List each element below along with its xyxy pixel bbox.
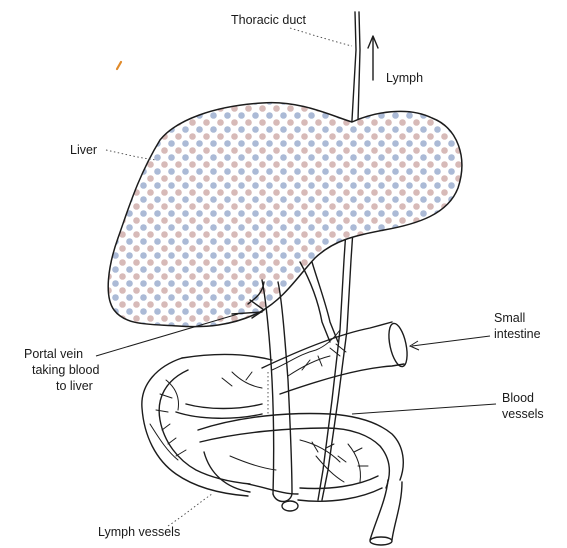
label-small-intestine: Small intestine — [494, 311, 541, 341]
leader-lymph-vessels — [168, 494, 212, 526]
leader-liver — [106, 150, 156, 160]
leader-small-intestine — [412, 336, 490, 346]
label-blood-vessels-line2: vessels — [502, 407, 544, 421]
leader-thoracic-duct — [290, 28, 352, 46]
liver — [108, 103, 462, 327]
label-liver: Liver — [70, 143, 97, 157]
label-lymph-vessels: Lymph vessels — [98, 525, 180, 539]
label-portal-vein-line1: Portal vein — [24, 347, 83, 361]
lymph-arrow — [368, 36, 378, 80]
label-lymph: Lymph — [386, 71, 423, 85]
blood-vessel-branches — [150, 330, 368, 482]
label-portal-vein-line3: to liver — [56, 379, 93, 393]
label-small-intestine-line2: intestine — [494, 327, 541, 341]
thoracic-duct — [318, 12, 360, 500]
label-thoracic-duct: Thoracic duct — [231, 13, 307, 27]
label-portal-vein-line2: taking blood — [32, 363, 99, 377]
label-blood-vessels: Blood vessels — [502, 391, 544, 421]
label-blood-vessels-line1: Blood — [502, 391, 534, 405]
label-portal-vein: Portal vein taking blood to liver — [24, 347, 99, 393]
label-small-intestine-line1: Small — [494, 311, 525, 325]
leader-blood-vessels — [352, 404, 496, 414]
pen-mark — [117, 62, 121, 69]
